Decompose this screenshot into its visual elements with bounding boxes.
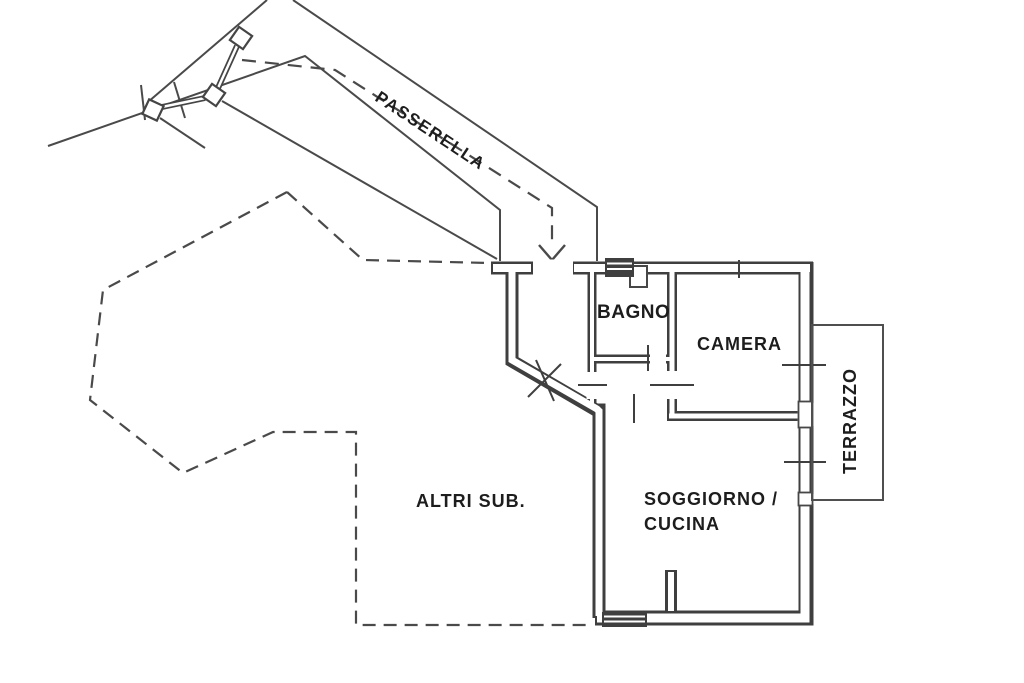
room-label-camera: CAMERA [697,334,782,354]
walkway-lines [47,0,598,261]
room-label-soggiorno-line1: SOGGIORNO / [644,489,778,509]
window-top [605,258,634,277]
room-label-terrazzo: TERRAZZO [840,368,860,474]
room-label-bagno: BAGNO [597,302,670,323]
entrance-arrow-icon [538,244,566,262]
room-label-passerella: PASSERELLA [372,87,489,174]
window-bottom [602,612,647,627]
trellis-structure [140,25,254,123]
door-swing-mark [535,359,555,402]
parcel-dashed-boundary [88,191,593,627]
door-frames [629,265,814,507]
room-label-soggiorno-line2: CUCINA [644,514,720,534]
walkway-centerline [241,58,566,262]
post-markers [140,25,254,123]
terrace-door [797,400,814,429]
area-label-altri-sub: ALTRI SUB. [416,491,526,511]
wall-opening-lower-right [797,491,814,507]
terrace-outline [811,324,884,501]
opening-ticks [527,260,826,463]
